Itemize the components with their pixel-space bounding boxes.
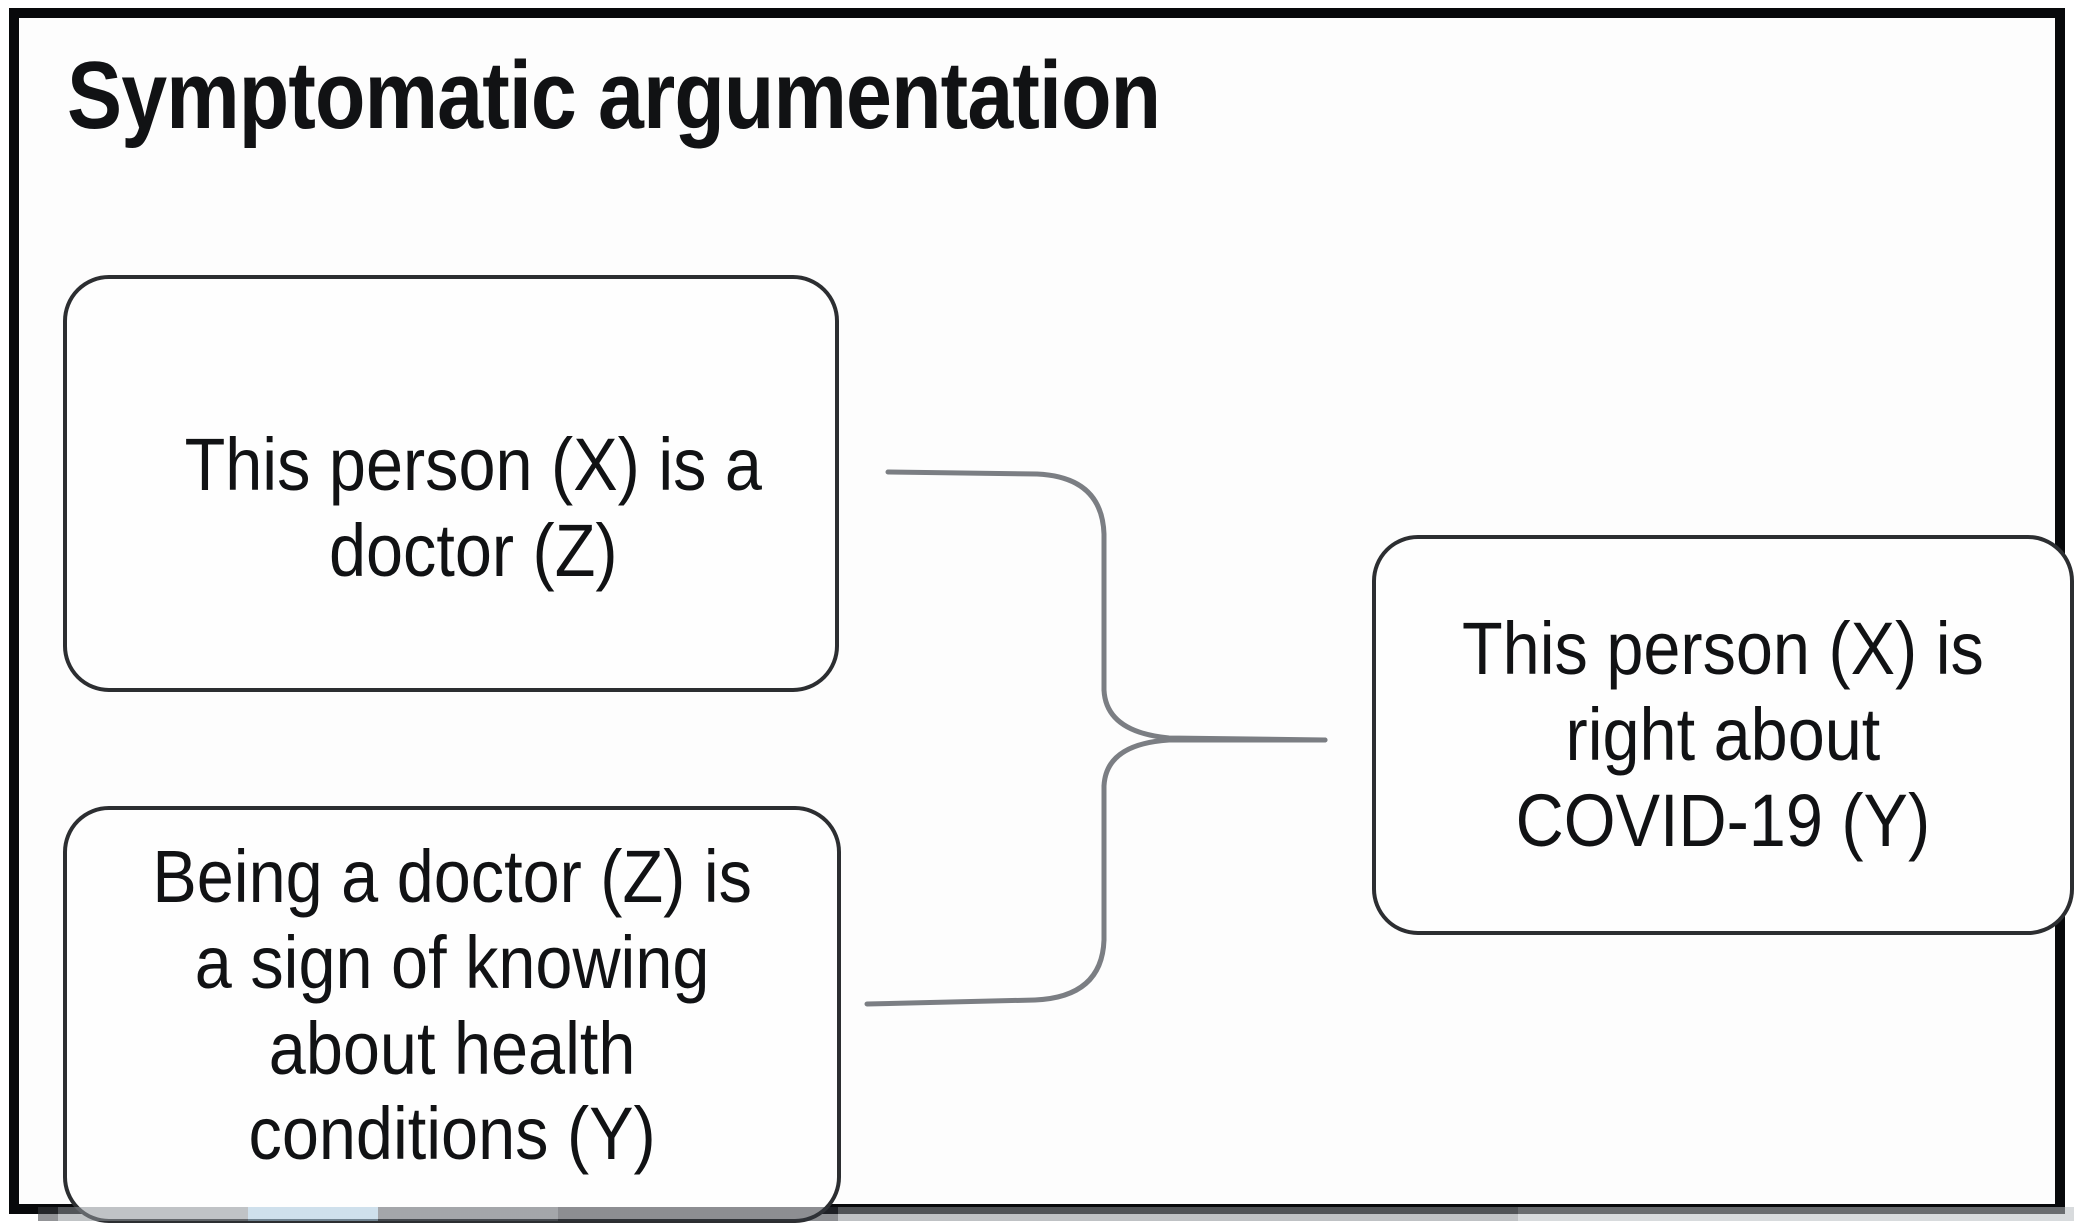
node-conclusion: This person (X) is right about COVID-19 … [1372,535,2074,935]
connector-join-bottom [1101,737,1328,789]
connector-join-top [1101,687,1328,743]
connector-arm-bottom [864,783,1107,1007]
scan-artifact-strip [38,1207,2074,1221]
node-conclusion-text: This person (X) is right about COVID-19 … [1462,607,1984,862]
node-premise-1-text: This person (X) is a doctor (Z) [184,422,763,592]
diagram-frame: Symptomatic argumentation This person (X… [9,8,2074,1223]
connector-arm-top [885,469,1107,693]
node-premise-2: Being a doctor (Z) is a sign of knowing … [63,806,841,1223]
node-premise-2-text: Being a doctor (Z) is a sign of knowing … [152,834,752,1176]
page-title: Symptomatic argumentation [67,42,1161,149]
node-premise-1: This person (X) is a doctor (Z) [63,275,839,692]
